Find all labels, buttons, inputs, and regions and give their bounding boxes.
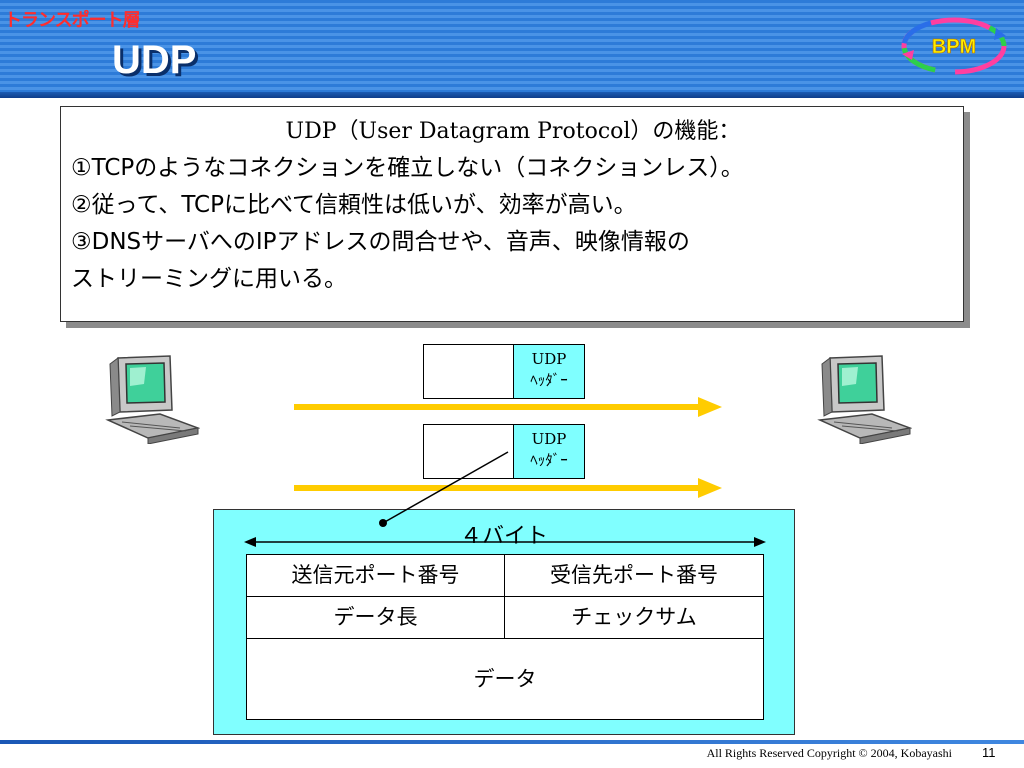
dest-port-cell: 受信先ポート番号 bbox=[505, 555, 763, 597]
copyright-text: All Rights Reserved Copyright © 2004, Ko… bbox=[706, 746, 952, 760]
sender-computer-icon bbox=[105, 355, 200, 444]
source-port-cell: 送信元ポート番号 bbox=[247, 555, 505, 597]
description-line-1: ①TCPのようなコネクションを確立しない（コネクションレス）。 bbox=[71, 155, 744, 181]
packet-header-label: UDP bbox=[531, 350, 567, 368]
udp-packet-2: UDP ﾍｯﾀﾞｰ bbox=[423, 424, 585, 479]
packet-payload bbox=[424, 345, 514, 398]
packet-header-label: UDP bbox=[531, 430, 567, 448]
bpm-logo: BPM bbox=[901, 17, 1007, 75]
packet-payload bbox=[424, 425, 514, 478]
data-cell: データ bbox=[473, 667, 537, 691]
packet-udp-header: UDP ﾍｯﾀﾞｰ bbox=[514, 425, 584, 478]
logo-text: BPM bbox=[932, 36, 976, 58]
description-heading: UDP（User Datagram Protocol）の機能： bbox=[285, 119, 741, 144]
data-length-cell: データ長 bbox=[247, 597, 505, 639]
packet-header-sublabel: ﾍｯﾀﾞｰ bbox=[530, 371, 568, 389]
description-line-4: ストリーミングに用いる。 bbox=[71, 266, 347, 292]
udp-header-format: ４バイト 送信元ポート番号 受信先ポート番号 データ長 チェックサム データ bbox=[213, 509, 795, 735]
receiver-computer-icon bbox=[817, 355, 912, 444]
transfer-arrow-2 bbox=[294, 478, 722, 498]
footer-divider bbox=[0, 740, 1024, 744]
slide-header: トランスポート層 UDP BPM bbox=[0, 0, 1024, 98]
width-label: ４バイト bbox=[459, 524, 548, 549]
udp-packet-1: UDP ﾍｯﾀﾞｰ bbox=[423, 344, 585, 399]
packet-header-sublabel: ﾍｯﾀﾞｰ bbox=[530, 451, 568, 469]
description-line-3: ③DNSサーバへのIPアドレスの問合せや、音声、映像情報の bbox=[71, 229, 690, 255]
header-field-grid: 送信元ポート番号 受信先ポート番号 データ長 チェックサム データ bbox=[246, 554, 764, 720]
transfer-arrow-1 bbox=[294, 397, 722, 417]
description-box: UDP（User Datagram Protocol）の機能： ①TCPのような… bbox=[60, 106, 964, 322]
section-title: トランスポート層 bbox=[4, 10, 141, 31]
page-number: 11 bbox=[982, 745, 996, 760]
description-line-2: ②従って、TCPに比べて信頼性は低いが、効率が高い。 bbox=[71, 192, 637, 218]
packet-udp-header: UDP ﾍｯﾀﾞｰ bbox=[514, 345, 584, 398]
checksum-cell: チェックサム bbox=[505, 597, 763, 639]
slide-title: UDP bbox=[112, 38, 197, 82]
